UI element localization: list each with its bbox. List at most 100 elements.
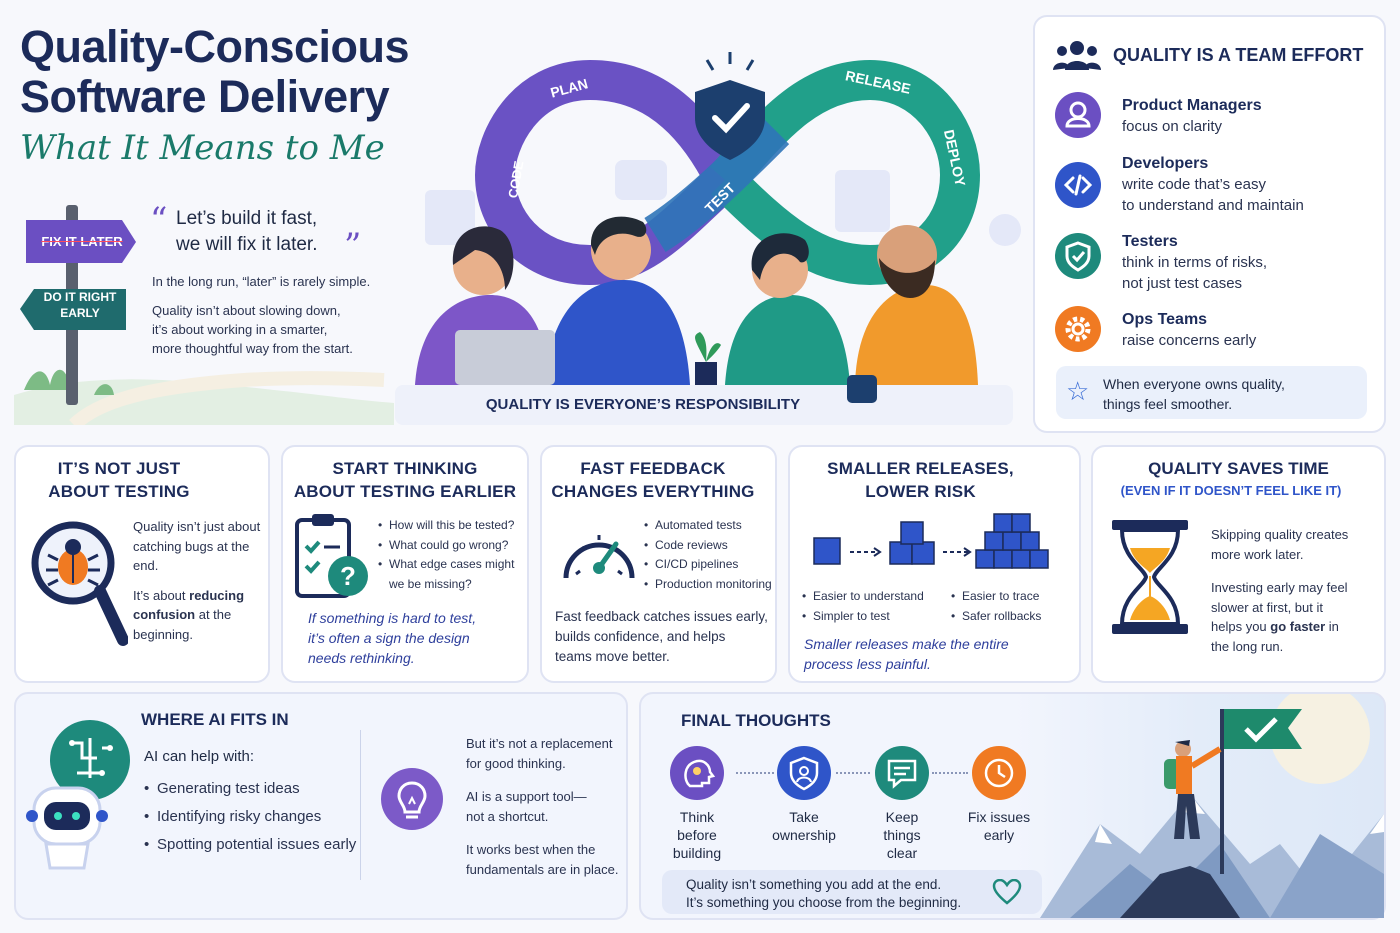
card5-p2-line4: the long run.: [1211, 638, 1284, 654]
card2-italic-line3: needs rethinking.: [308, 650, 415, 666]
step-icon-clear: [875, 746, 929, 800]
ai-r1-line1: But it’s not a replacement: [466, 736, 613, 751]
clipboard-question-icon: ?: [295, 514, 368, 598]
ai-help-item: Identifying risky changes: [144, 803, 359, 831]
release-benefit: Simpler to test: [802, 607, 942, 627]
signpost-illustration: [14, 205, 394, 425]
step-connector: [932, 772, 968, 774]
role-icon-ops: [1055, 306, 1101, 352]
note-line-2: things feel smoother.: [1103, 396, 1233, 412]
quote-line-2: we will fix it later.: [176, 234, 318, 255]
role-desc: focus on clarity: [1122, 118, 1223, 135]
magnifier-bug-icon: [31, 521, 128, 646]
sign-fix-it-later: FIX IT LATER: [41, 234, 123, 249]
clock-icon: [984, 758, 1014, 788]
card4-title-line2: LOWER RISK: [865, 482, 976, 501]
ai-r2-line1: AI is a support tool—: [466, 789, 587, 804]
mountain-flag-illustration: [1040, 694, 1384, 918]
card5-p2-line2: slower at first, but it: [1211, 599, 1323, 615]
role-icon-testers: [1055, 233, 1101, 279]
card3-p-line3: teams move better.: [555, 649, 670, 664]
intro-p2-line3: more thoughtful way from the start.: [152, 341, 353, 356]
card4-italic: Smaller releases make the entire process…: [804, 634, 1009, 674]
card3-p-line2: builds confidence, and helps: [555, 629, 726, 644]
feedback-item: Production monitoring: [644, 575, 774, 595]
final-title: FINAL THOUGHTS: [681, 711, 831, 730]
card2-italic-line1: If something is hard to test,: [308, 610, 477, 626]
role-name: Testers: [1122, 233, 1178, 250]
role-name: Ops Teams: [1122, 311, 1208, 328]
note-line-1: When everyone owns quality,: [1103, 376, 1285, 392]
ai-helps-list: Generating test ideas Identifying risky …: [144, 775, 359, 859]
chat-icon: [887, 759, 917, 789]
card1-p2-line1: It’s about reducing: [133, 587, 245, 603]
card3-list: Automated tests Code reviews CI/CD pipel…: [644, 516, 774, 594]
card5-p2-line3: helps you go faster in: [1211, 619, 1339, 634]
card2-title-line1: START THINKING: [332, 459, 478, 478]
question-item: What could go wrong?: [378, 536, 526, 556]
shield-user-icon: [789, 756, 819, 791]
intro-paragraph-2: Quality isn’t about slowing down, it’s a…: [152, 301, 353, 358]
release-benefit: Safer rollbacks: [951, 607, 1071, 627]
page-subtitle: What It Means to Me: [20, 128, 385, 168]
card1-p1-line2: catching bugs at the end.: [133, 538, 250, 574]
card3-title: FAST FEEDBACK CHANGES EVERYTHING: [540, 457, 766, 503]
quote-close-mark: ”: [344, 226, 362, 266]
team-note: ☆ When everyone owns quality, things fee…: [1056, 366, 1367, 419]
closing-box: Quality isn’t something you add at the e…: [662, 870, 1042, 914]
ai-divider: [360, 730, 361, 880]
question-item: How will this be tested?: [378, 516, 526, 536]
intro-p2-line2: it’s about working in a smarter,: [152, 322, 328, 337]
card1-text: Quality isn’t just about catching bugs a…: [133, 517, 265, 644]
hourglass-icon: [1112, 520, 1188, 634]
not-just-testing-card: [14, 445, 270, 683]
ai-help-item: Spotting potential issues early: [144, 831, 359, 859]
step-icon-fix: [972, 746, 1026, 800]
team-icon: [1053, 41, 1101, 70]
role-icon-developers: [1055, 162, 1101, 208]
card5-title: QUALITY SAVES TIME: [1148, 459, 1329, 478]
role-desc-2: to understand and maintain: [1122, 197, 1304, 214]
role-icon-product: [1055, 92, 1101, 138]
card2-italic: If something is hard to test, it’s often…: [308, 608, 476, 668]
ai-help-item: Generating test ideas: [144, 775, 359, 803]
ai-r1-line2: for good thinking.: [466, 755, 566, 771]
card2-italic-line2: it’s often a sign the design: [308, 630, 470, 646]
card4-italic-line1: Smaller releases make the entire: [804, 636, 1009, 652]
ai-r2-line2: not a shortcut.: [466, 808, 549, 824]
responsibility-banner: QUALITY IS EVERYONE’S RESPONSIBILITY: [485, 396, 801, 413]
code-icon: [1063, 174, 1093, 196]
card3-p-line1: Fast feedback catches issues early,: [555, 609, 768, 624]
question-item-cont: we be missing?: [389, 576, 472, 591]
card1-p2-line2: confusion at the: [133, 607, 232, 622]
speedometer-icon: [563, 535, 635, 579]
card4-title-line1: SMALLER RELEASES,: [827, 459, 1014, 478]
role-product-managers: Product Managers focus on clarity: [1122, 96, 1262, 137]
role-testers: Testers think in terms of risks, not jus…: [1122, 232, 1267, 294]
intro-p2-line1: Quality isn’t about slowing down,: [152, 303, 341, 318]
feedback-item: Code reviews: [644, 536, 774, 556]
role-name: Product Managers: [1122, 97, 1262, 114]
card4-list-left: Easier to understand Simpler to test: [802, 587, 942, 626]
role-desc-2: not just test cases: [1122, 275, 1243, 292]
heart-icon: [992, 879, 1022, 905]
quote-open-mark: “: [150, 200, 168, 240]
lightbulb-icon: [397, 781, 427, 819]
role-developers: Developers write code that’s easy to und…: [1122, 154, 1304, 216]
svg-text:?: ?: [340, 561, 356, 591]
closing-line-1: Quality isn’t something you add at the e…: [686, 877, 942, 892]
card5-p1-line2: more work later.: [1211, 546, 1304, 562]
star-icon: ☆: [1066, 376, 1090, 406]
card3-title-line1: FAST FEEDBACK: [580, 459, 726, 478]
card4-title: SMALLER RELEASES, LOWER RISK: [788, 457, 1053, 503]
card5-p1-line1: Skipping quality creates: [1211, 527, 1349, 542]
release-benefit: Easier to trace: [951, 587, 1071, 607]
robot-icon: [26, 720, 130, 870]
step-icon-ownership: [777, 746, 831, 800]
role-name: Developers: [1122, 155, 1209, 172]
ai-intro: AI can help with:: [144, 748, 255, 765]
role-desc: write code that’s easy: [1122, 176, 1266, 193]
